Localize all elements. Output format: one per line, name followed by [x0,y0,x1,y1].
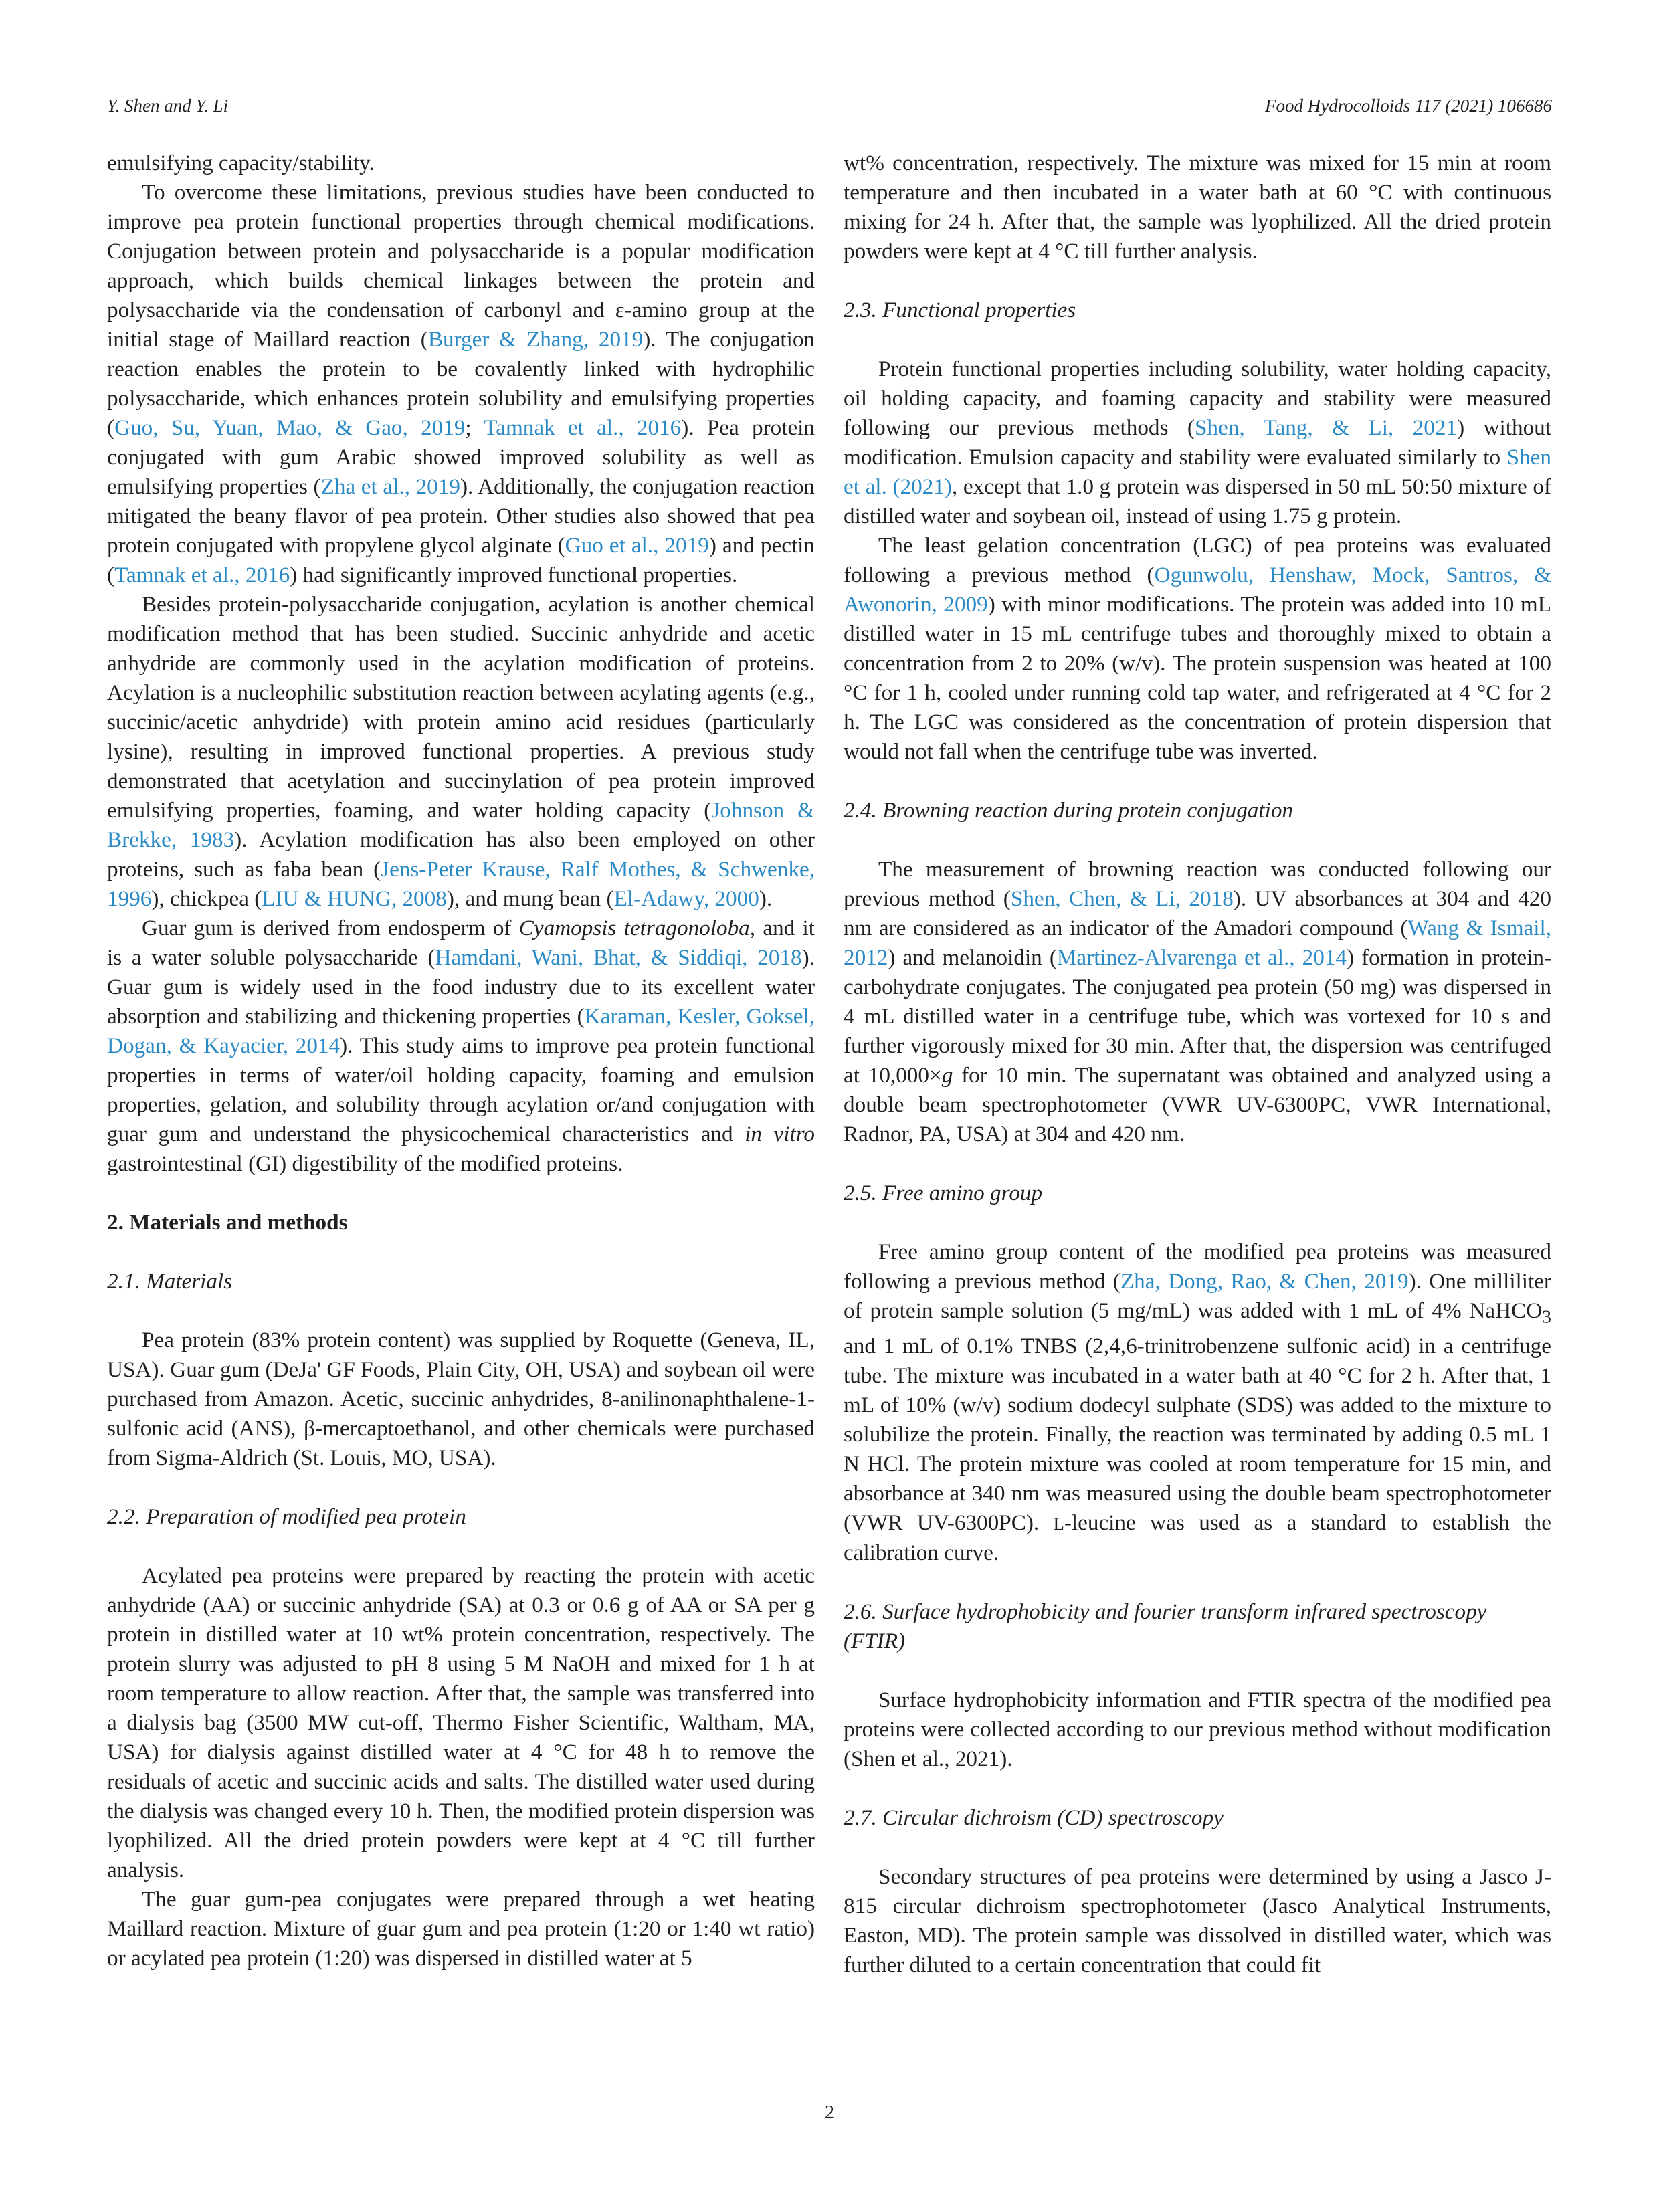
citation-link[interactable]: El-Adawy, 2000 [613,886,759,911]
paragraph-cd: Secondary structures of pea proteins wer… [844,1864,1551,1977]
citation-link[interactable]: Hamdani, Wani, Bhat, & Siddiqi, 2018 [435,945,802,970]
paragraph-conjugation: To overcome these limitations, previous … [107,180,815,587]
citation-link[interactable]: Jens-Peter Krause, Ralf Mothes, & Schwen… [107,857,815,911]
citation-link[interactable]: Guo et al., 2019 [565,533,709,558]
section-heading: 2. Materials and methods [107,1210,348,1235]
citation-link[interactable]: Tamnak et al., 2016 [114,563,290,587]
paragraph-ftir: Surface hydrophobicity information and F… [844,1687,1551,1771]
subsection-heading: 2.2. Preparation of modified pea protein [107,1504,466,1529]
right-column: wt% concentration, respectively. The mix… [844,148,1551,1980]
citation-link[interactable]: Shen, Chen, & Li, 2018 [1010,886,1234,911]
citation-link[interactable]: LIU & HUNG, 2008 [262,886,447,911]
citation-link[interactable]: Karaman, Kesler, Goksel, Dogan, & Kayaci… [107,1004,815,1058]
paragraph-materials: Pea protein (83% protein content) was su… [107,1328,815,1470]
citation-link[interactable]: Ogunwolu, Henshaw, Mock, Santros, & Awon… [844,563,1551,617]
subsection-heading: 2.3. Functional properties [844,298,1076,322]
citation-link[interactable]: Guo, Su, Yuan, Mao, & Gao, 2019 [114,415,466,440]
paragraph-conjugate-prep: The guar gum-pea conjugates were prepare… [107,1887,815,1971]
paragraph-gelation: The least gelation concentration (LGC) o… [844,533,1551,764]
subsection-heading: 2.6. Surface hydrophobicity and fourier … [844,1599,1487,1653]
subsection-heading: 2.1. Materials [107,1269,233,1294]
paragraph-amino: Free amino group content of the modified… [844,1239,1552,1565]
page-number: 2 [825,2102,834,2123]
running-header-journal: Food Hydrocolloids 117 (2021) 106686 [1265,96,1552,116]
paragraph-guar-gum: Guar gum is derived from endosperm of Cy… [107,916,815,1176]
citation-link[interactable]: Johnson & Brekke, 1983 [107,798,815,852]
citation-link[interactable]: Martinez-Alvarenga et al., 2014 [1056,945,1347,970]
citation-link[interactable]: Zha, Dong, Rao, & Chen, 2019 [1120,1269,1409,1294]
citation-link[interactable]: Wang & Ismail, 2012 [844,916,1551,970]
paragraph-functional: Protein functional properties including … [844,357,1551,528]
citation-link[interactable]: Tamnak et al., 2016 [484,415,682,440]
subsection-heading: 2.7. Circular dichroism (CD) spectroscop… [844,1805,1224,1830]
paragraph-continued: emulsifying capacity/stability. [107,150,375,175]
citation-link[interactable]: Shen et al. (2021) [844,445,1551,499]
subsection-heading: 2.4. Browning reaction during protein co… [844,798,1294,823]
citation-link[interactable]: Zha et al., 2019 [320,474,460,499]
left-column: emulsifying capacity/stability. To overc… [107,148,815,1973]
citation-link[interactable]: Burger & Zhang, 2019 [427,327,644,352]
paragraph-acylation: Besides protein-polysaccharide conjugati… [107,592,815,911]
subsection-heading: 2.5. Free amino group [844,1181,1043,1205]
paragraph-continued: wt% concentration, respectively. The mix… [844,150,1551,264]
running-header-authors: Y. Shen and Y. Li [107,96,229,116]
paragraph-browning: The measurement of browning reaction was… [844,857,1551,1146]
citation-link[interactable]: Shen, Tang, & Li, 2021 [1194,415,1458,440]
paragraph-preparation: Acylated pea proteins were prepared by r… [107,1563,815,1882]
